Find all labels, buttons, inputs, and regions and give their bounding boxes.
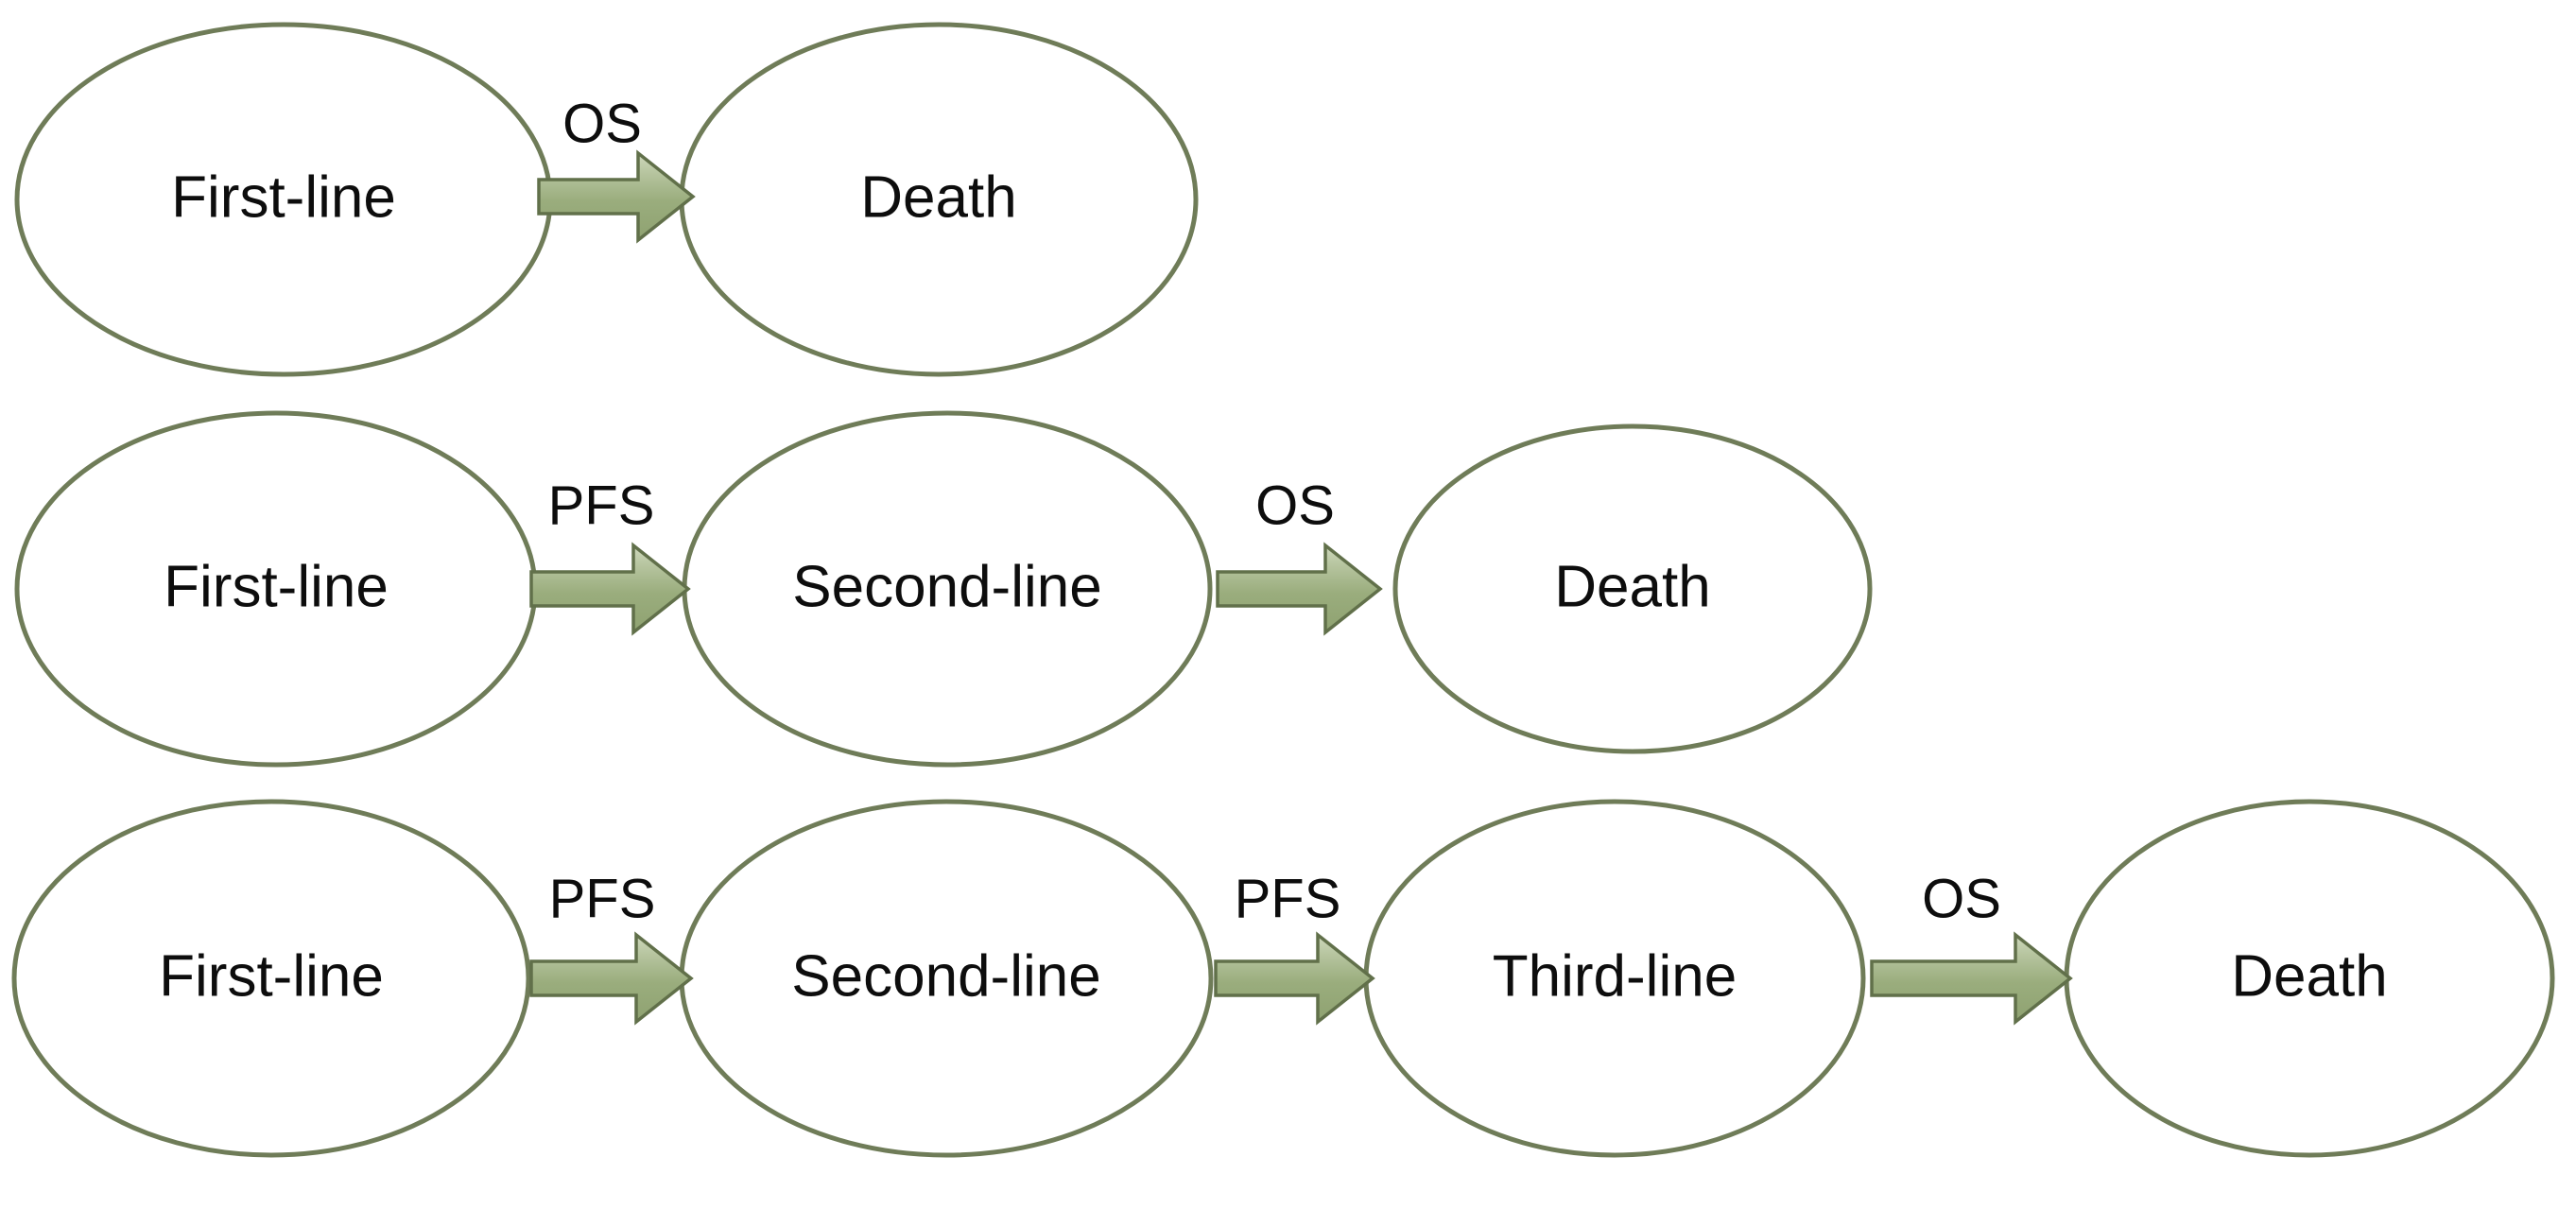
- state-node-first-line[interactable]: First-line: [14, 22, 553, 377]
- state-node-death[interactable]: Death: [679, 22, 1199, 377]
- state-node-second-line[interactable]: Second-line: [682, 410, 1213, 768]
- edge-label: PFS: [1235, 868, 1341, 929]
- node-label: First-line: [159, 943, 384, 1009]
- arrow-icon: [1214, 931, 1375, 1026]
- node-label: Death: [1554, 554, 1710, 619]
- edge-label: PFS: [548, 475, 655, 536]
- ellipse-shape: [1392, 423, 1873, 754]
- transition-arrow-os[interactable]: OS: [1870, 868, 2073, 1026]
- edge-label: PFS: [549, 868, 656, 929]
- node-label: Third-line: [1493, 943, 1737, 1009]
- state-node-third-line[interactable]: Third-line: [1363, 799, 1866, 1158]
- node-label: Death: [2231, 943, 2387, 1009]
- state-node-first-line[interactable]: First-line: [11, 799, 531, 1158]
- node-label: Second-line: [791, 943, 1100, 1009]
- ellipse-shape: [11, 799, 531, 1158]
- transition-arrow-pfs[interactable]: PFS: [529, 475, 691, 636]
- transition-arrow-os[interactable]: OS: [537, 93, 696, 244]
- state-node-death[interactable]: Death: [2064, 799, 2555, 1158]
- edge-label: OS: [562, 93, 642, 154]
- arrow-icon: [1216, 542, 1383, 636]
- node-label: First-line: [164, 554, 389, 619]
- arrow-icon: [537, 149, 696, 244]
- arrow-icon: [1870, 931, 2073, 1026]
- transition-arrow-pfs[interactable]: PFS: [1214, 868, 1375, 1026]
- edge-label: OS: [1255, 475, 1335, 536]
- node-label: Second-line: [792, 554, 1101, 619]
- transition-arrow-pfs[interactable]: PFS: [529, 868, 694, 1026]
- state-node-second-line[interactable]: Second-line: [679, 799, 1214, 1158]
- state-node-death[interactable]: Death: [1392, 423, 1873, 754]
- state-node-first-line[interactable]: First-line: [14, 410, 538, 768]
- edge-label: OS: [1922, 868, 2001, 929]
- node-label: Death: [860, 164, 1016, 230]
- arrow-icon: [529, 542, 691, 636]
- node-label: First-line: [171, 164, 396, 230]
- transition-arrow-os[interactable]: OS: [1216, 475, 1383, 636]
- arrow-icon: [529, 931, 694, 1026]
- edges-layer: OS PFS OS PFS PFS OS: [529, 93, 2073, 1026]
